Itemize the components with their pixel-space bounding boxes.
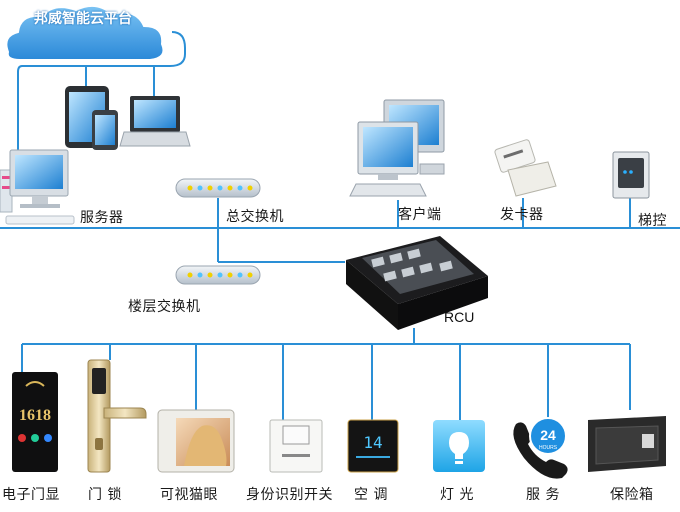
core-switch-label: 总交换机 [226, 209, 284, 225]
floor-switch-icon [175, 265, 261, 285]
rcu-controller-icon [346, 236, 488, 330]
card-issuer-icon [494, 139, 557, 197]
client-label: 客户端 [398, 207, 442, 223]
video-peephole-icon [157, 409, 235, 473]
room-number: 1618 [19, 407, 51, 424]
safe-icon [588, 416, 666, 472]
door-display-icon: 1618 [12, 372, 58, 472]
door-display-label: 电子门显 [2, 487, 60, 503]
elevator-control-label: 梯控 [638, 213, 667, 229]
elevator-control-icon [612, 151, 650, 199]
ac-label: 空 调 [354, 487, 388, 503]
service-24h-icon: 24 HOURS [513, 417, 568, 479]
card-issuer-label: 发卡器 [500, 207, 544, 223]
id-switch-icon [269, 419, 323, 473]
cloud-platform-icon [5, 4, 165, 61]
safe-label: 保险箱 [610, 487, 654, 503]
peephole-label: 可视猫眼 [160, 487, 218, 503]
connection-lines [0, 31, 680, 420]
rcu-label: RCU [444, 309, 475, 325]
service-hours-number: 24 [540, 427, 556, 443]
cloud-platform-title: 邦威智能云平台 [34, 11, 132, 27]
thermostat-temperature: 14 [363, 433, 382, 452]
laptop-icon [119, 96, 191, 147]
thermostat-icon: 14 [347, 419, 399, 473]
id-switch-label: 身份识别开关 [246, 487, 333, 503]
server-computer-icon [0, 149, 75, 225]
light-bulb-icon [433, 420, 485, 472]
door-lock-icon [87, 359, 147, 473]
floor-switch-label: 楼层交换机 [128, 299, 201, 315]
server-label: 服务器 [80, 210, 124, 226]
door-lock-label: 门 锁 [88, 487, 122, 503]
phone-icon [92, 110, 118, 150]
service-hours-unit: HOURS [539, 445, 558, 451]
client-computer-icon [349, 99, 445, 197]
core-switch-icon [175, 178, 261, 198]
service-label: 服 务 [526, 487, 560, 503]
light-label: 灯 光 [440, 487, 474, 503]
